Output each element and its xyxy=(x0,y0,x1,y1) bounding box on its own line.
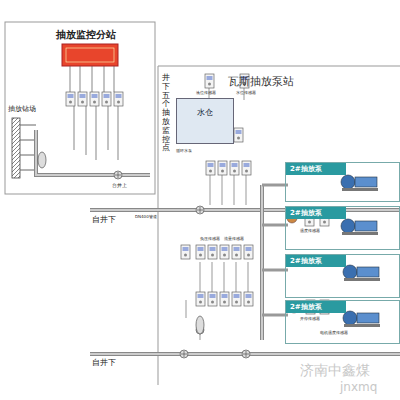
sensor-label: 水位传感器 xyxy=(236,90,256,95)
sensor-label: 液位传感器 xyxy=(196,90,216,95)
sensor-label: 开停传感器 xyxy=(300,316,320,321)
pump-unit: 2#抽放泵 xyxy=(285,300,400,344)
field-label: 抽放钻场 xyxy=(8,104,36,114)
monitor-substation: 抽放监控分站 xyxy=(62,44,118,66)
sensor-label: 负压传感器 xyxy=(200,236,220,241)
sensor-label: 温度传感器 xyxy=(300,228,320,233)
watermark: jnxmq xyxy=(340,380,377,394)
pump-unit: 2#抽放泵 xyxy=(285,254,400,298)
area-title: 瓦斯抽放泵站 xyxy=(228,74,294,89)
pump-unit: 2#抽放泵 xyxy=(285,162,400,202)
sensor-label: 电机温度传感器 xyxy=(320,330,348,335)
pipe-label: 自井下 xyxy=(92,357,116,368)
pipe-note: DN400管道 xyxy=(135,214,157,219)
pipe-note: 台井上 xyxy=(112,182,127,188)
pipe-label: 自井下 xyxy=(92,214,116,225)
vertical-label: 井下五个抽放监控点 xyxy=(162,74,170,153)
pump-label: 2#抽放泵 xyxy=(286,301,346,313)
watermark: 济南中鑫煤 xyxy=(300,362,370,380)
pump-label: 2#抽放泵 xyxy=(286,163,346,175)
station-title: 抽放监控分站 xyxy=(56,28,116,42)
sensor-label: 循环水泵 xyxy=(176,148,192,153)
tank-label: 水仓 xyxy=(177,107,233,118)
pump-label: 2#抽放泵 xyxy=(286,255,346,267)
sensor-label: 流量传感器 xyxy=(224,236,244,241)
pump-station-area: 瓦斯抽放泵站2#抽放泵2#抽放泵2#抽放泵2#抽放泵 xyxy=(280,66,400,356)
pump-label: 2#抽放泵 xyxy=(286,207,346,219)
water-tank: 水仓 xyxy=(176,98,234,144)
